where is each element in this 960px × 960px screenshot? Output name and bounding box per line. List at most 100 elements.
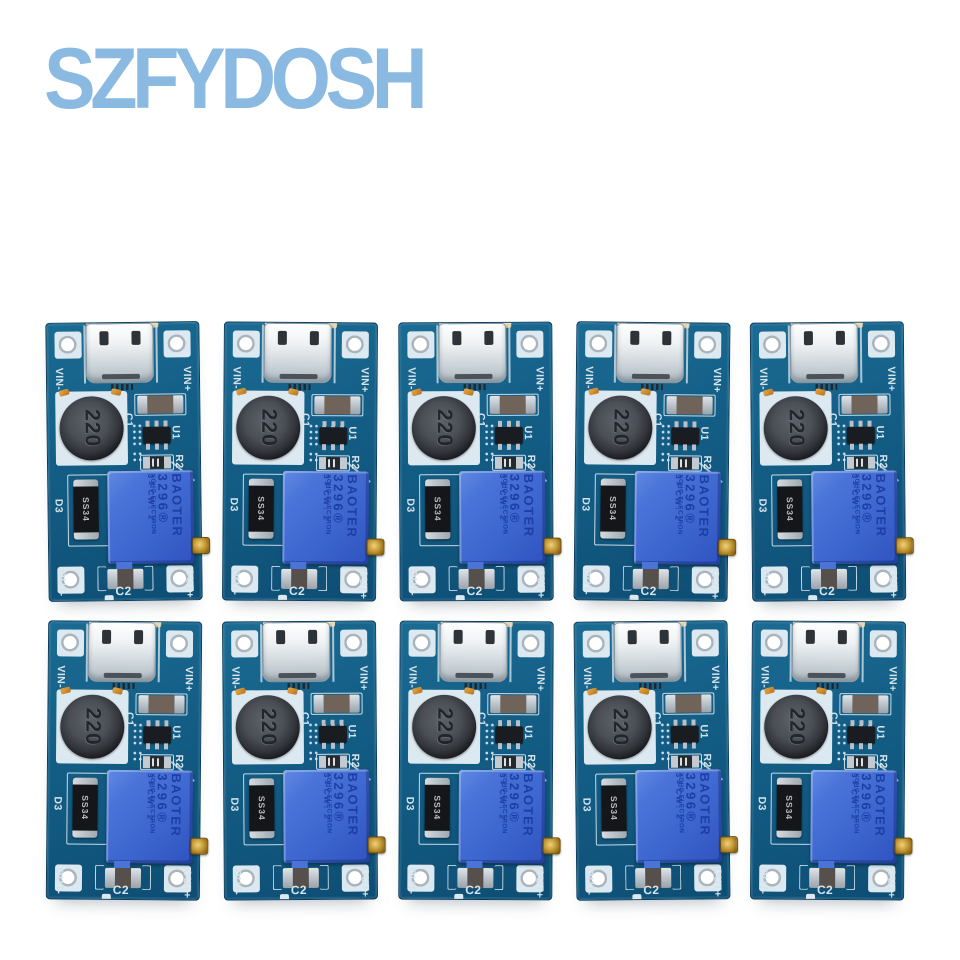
usb-shell-slot (484, 330, 494, 345)
pot-pin1-number: 1 (675, 779, 685, 784)
pot-model-text: 3296® (155, 472, 172, 525)
usb-shell-slot (99, 331, 109, 346)
vin-plus-label: VIN+ (710, 367, 723, 393)
solder-fleck (287, 687, 299, 695)
capacitor-terminal (525, 395, 536, 414)
inductor-coil: 220 (412, 694, 477, 759)
diode-terminal (72, 777, 98, 785)
vin-plus-label: VIN+ (182, 666, 195, 692)
usb-shell-slot (452, 331, 462, 346)
resistor-terminal (691, 755, 700, 768)
usb-connector-opening (101, 373, 140, 380)
inductor-value-text: 220 (609, 408, 633, 447)
micro-usb-port (439, 621, 508, 683)
capacitor-c1 (842, 695, 889, 714)
mounting-hole (517, 630, 545, 658)
solder-fleck (112, 686, 124, 695)
capacitor-terminal (313, 694, 324, 713)
capacitor-terminal (701, 694, 712, 713)
solder-fleck (638, 687, 650, 696)
hole-bore (58, 335, 77, 354)
ic-pins (145, 420, 168, 427)
ic-u1-chip (671, 421, 700, 451)
diode-d3: SS34 (425, 479, 451, 540)
hole-bore (520, 334, 539, 353)
solder-fleck (588, 387, 600, 396)
pot-model-text: 3296® (507, 473, 523, 525)
silkscreen-trace (683, 623, 686, 682)
silkscreen-trace (332, 623, 334, 682)
adjustment-screw (718, 538, 737, 556)
vin-minus-label: VIN- (54, 665, 67, 689)
silkscreen-trace (859, 324, 862, 383)
solder-fleck (234, 687, 247, 696)
ic-pins (497, 443, 520, 450)
via-dots (483, 422, 495, 447)
ic-pins (322, 444, 345, 451)
ic-pins (322, 421, 345, 428)
pot-brand-text: BAOTER (345, 772, 361, 837)
d3-label: D3 (756, 498, 769, 513)
solder-fleck (815, 686, 828, 695)
boost-converter-module: VIN- VIN+ 220 C1 U1 R2 (573, 321, 737, 602)
diode-terminal (424, 830, 450, 838)
via-dots (307, 721, 319, 746)
diode-d3: SS34 (777, 479, 803, 540)
inductor-coil: 220 (236, 395, 301, 461)
diode-terminal (425, 479, 451, 487)
out-plus-label: OUT+ (532, 868, 545, 899)
r2-label: R2 (348, 455, 362, 470)
hole-bore (236, 334, 255, 353)
ic-pins (321, 742, 344, 749)
diode-terminal (776, 777, 802, 785)
capacitor-terminal (489, 395, 500, 414)
hole-bore (873, 634, 892, 653)
inductor-pad: 220 (759, 388, 833, 466)
c2-label: C2 (466, 583, 483, 599)
resistor-terminal (867, 456, 876, 469)
ic-u1-chip (142, 420, 171, 450)
silkscreen-trace (508, 324, 511, 383)
mounting-hole (231, 630, 259, 658)
inductor-pad: 220 (583, 387, 657, 466)
pot-pin1-number: 1 (499, 480, 509, 486)
r2-label: R2 (700, 455, 714, 470)
capacitor-terminal (877, 395, 888, 414)
silkscreen-trace (509, 624, 512, 683)
capacitor-terminal (702, 396, 713, 415)
out-plus-label: OUT+ (358, 867, 371, 898)
hole-bore (762, 335, 782, 354)
resistor-r2 (670, 755, 700, 768)
capacitor-terminal (138, 695, 149, 714)
ic-pins (673, 719, 696, 726)
micro-usb-port (438, 322, 507, 384)
vin-minus-label: VIN- (580, 666, 593, 690)
capacitor-c1 (314, 396, 361, 415)
pot-brand-text: BAOTER (521, 473, 537, 538)
ic-u1-chip (494, 420, 523, 450)
solder-fleck (762, 388, 775, 397)
c2-label: C2 (818, 583, 836, 599)
solder-fleck (463, 388, 475, 396)
mounting-hole (585, 330, 613, 358)
r2-label: R2 (348, 753, 362, 768)
diode-d3: SS34 (249, 778, 275, 839)
usb-connector-opening (807, 672, 846, 679)
pot-pin1-number: 1 (322, 480, 332, 486)
usb-shell-slot (276, 630, 286, 645)
diode-terminal (73, 532, 99, 540)
c2-silkscreen-bracket (318, 566, 328, 592)
inductor-coil: 220 (587, 695, 652, 760)
solder-fleck (235, 387, 248, 396)
usb-connector-opening (279, 373, 318, 380)
resistor-terminal (515, 756, 524, 769)
solder-fleck (463, 686, 475, 695)
adjustment-screw (895, 537, 914, 555)
diode-d3: SS34 (72, 777, 98, 838)
usb-connector-opening (278, 672, 317, 679)
u1-label: U1 (698, 426, 711, 441)
diode-terminal (425, 532, 451, 540)
pot-pin1-number: 1 (146, 779, 156, 785)
